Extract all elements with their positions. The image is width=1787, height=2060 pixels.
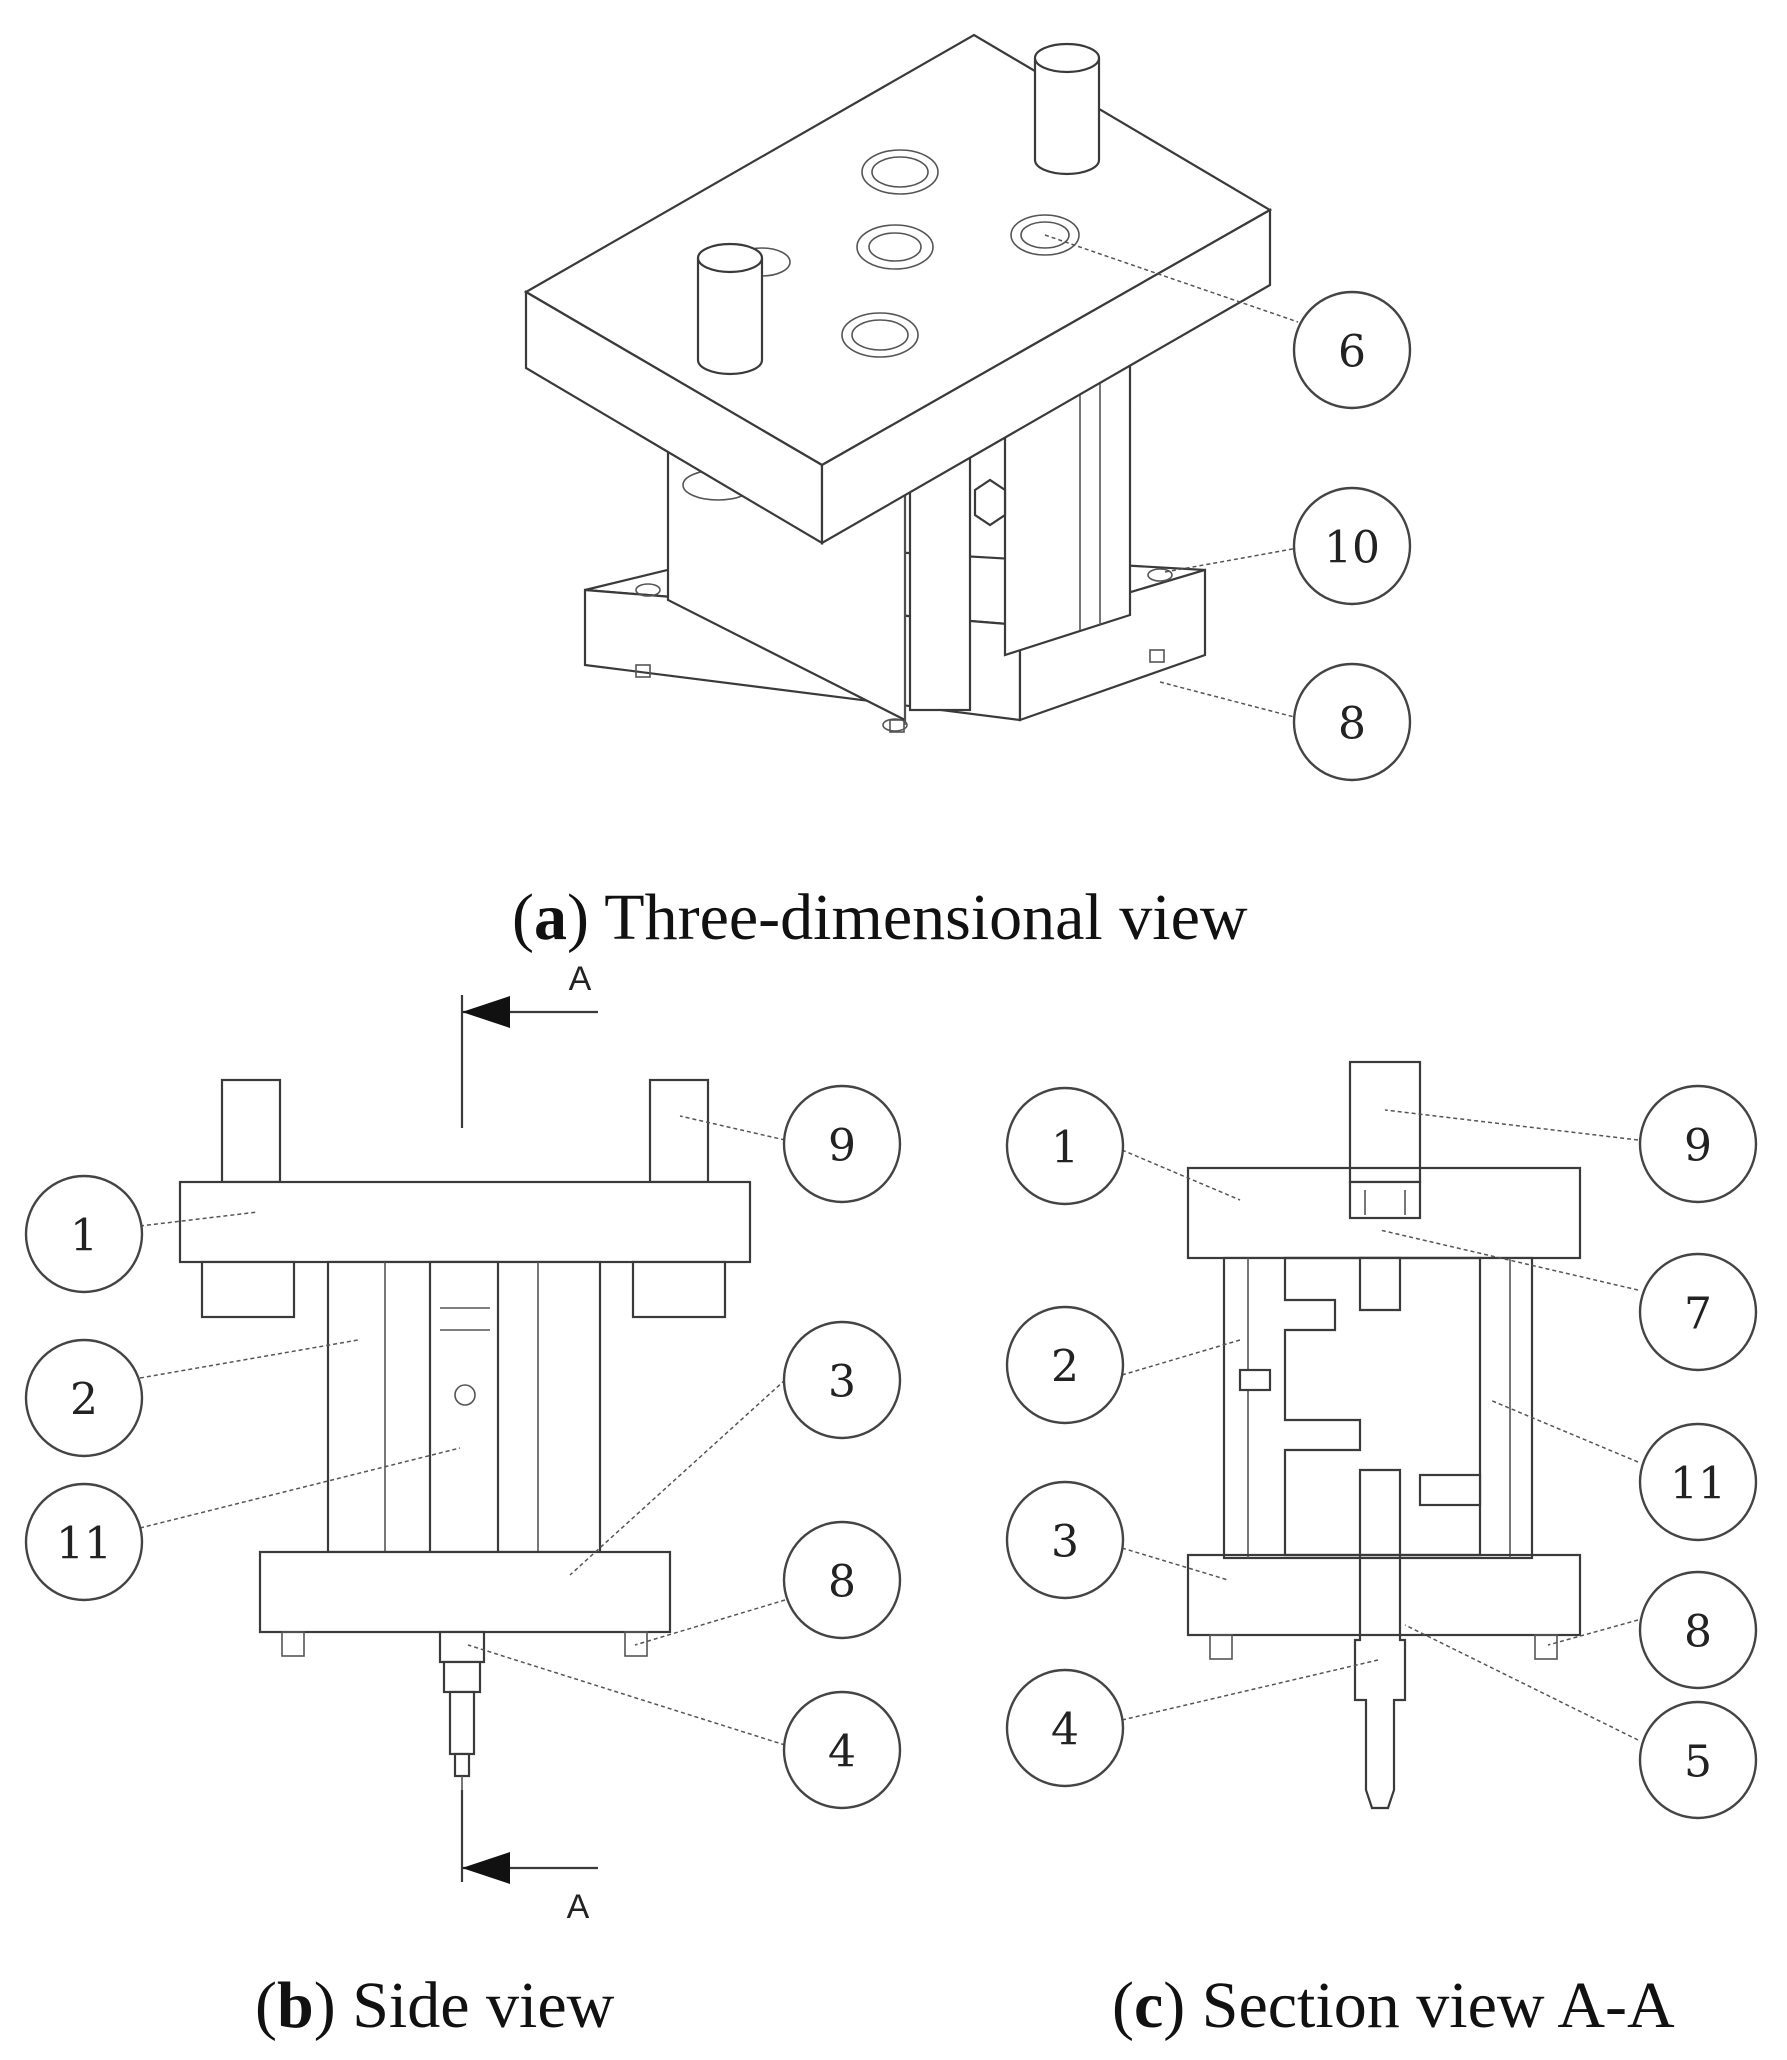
- svg-text:3: 3: [1051, 1517, 1079, 1568]
- isometric-view: 6 10 8: [523, 33, 1412, 782]
- callout-8: 8: [782, 1520, 902, 1640]
- caption-b: (b) Side view: [255, 1969, 615, 2042]
- callout-3: 3: [1005, 1480, 1125, 1600]
- svg-text:3: 3: [828, 1357, 856, 1408]
- svg-text:4: 4: [1051, 1705, 1079, 1756]
- callout-2: 2: [24, 1338, 144, 1458]
- iso-top-plate: [523, 33, 1273, 545]
- svg-text:7: 7: [1684, 1289, 1712, 1340]
- callout-3: 3: [782, 1320, 902, 1440]
- svg-text:2: 2: [70, 1375, 98, 1426]
- callout-8: 8: [1638, 1570, 1758, 1690]
- svg-text:9: 9: [1684, 1121, 1712, 1172]
- callout-1: 1: [24, 1174, 144, 1294]
- section-label-top: A: [569, 960, 592, 998]
- svg-text:11: 11: [1670, 1459, 1726, 1510]
- svg-text:4: 4: [828, 1727, 856, 1778]
- callout-10: 10: [1292, 486, 1412, 606]
- side-top-plate: [178, 1180, 752, 1264]
- callout-7: 7: [1638, 1252, 1758, 1372]
- callout-8: 8: [1292, 662, 1412, 782]
- iso-guide-pin-front: [696, 242, 764, 376]
- caption-c: (c) Section view A-A: [1112, 1969, 1675, 2042]
- callout-4: 4: [1005, 1668, 1125, 1788]
- svg-text:1: 1: [70, 1211, 98, 1262]
- svg-text:9: 9: [828, 1121, 856, 1172]
- side-bottom-plate: [258, 1550, 672, 1634]
- callout-6: 6: [1292, 290, 1412, 410]
- callout-11: 11: [24, 1482, 144, 1602]
- svg-text:2: 2: [1051, 1342, 1079, 1393]
- svg-text:8: 8: [1338, 699, 1366, 750]
- svg-text:5: 5: [1684, 1737, 1712, 1788]
- svg-text:11: 11: [56, 1519, 112, 1570]
- callout-2: 2: [1005, 1305, 1125, 1425]
- section-bottom-plate: [1186, 1553, 1582, 1637]
- iso-guide-pin-rear: [1033, 42, 1101, 176]
- caption-a: (a) Three-dimensional view: [512, 881, 1248, 954]
- svg-text:1: 1: [1051, 1123, 1079, 1174]
- svg-text:10: 10: [1324, 523, 1380, 574]
- callout-4: 4: [782, 1690, 902, 1810]
- svg-text:8: 8: [828, 1557, 856, 1608]
- section-view: 1 2 3 4 9 7 11 8 5: [1005, 1060, 1758, 1820]
- section-label-bottom: A: [567, 1888, 590, 1926]
- callout-5: 5: [1638, 1700, 1758, 1820]
- side-sensor: [428, 1260, 500, 1554]
- svg-text:8: 8: [1684, 1607, 1712, 1658]
- callout-11: 11: [1638, 1422, 1758, 1542]
- callout-1: 1: [1005, 1086, 1125, 1206]
- section-tool: [1353, 1468, 1407, 1810]
- callout-9: 9: [782, 1084, 902, 1204]
- svg-text:6: 6: [1338, 327, 1366, 378]
- callout-9: 9: [1638, 1084, 1758, 1204]
- side-view: A A: [24, 960, 902, 1926]
